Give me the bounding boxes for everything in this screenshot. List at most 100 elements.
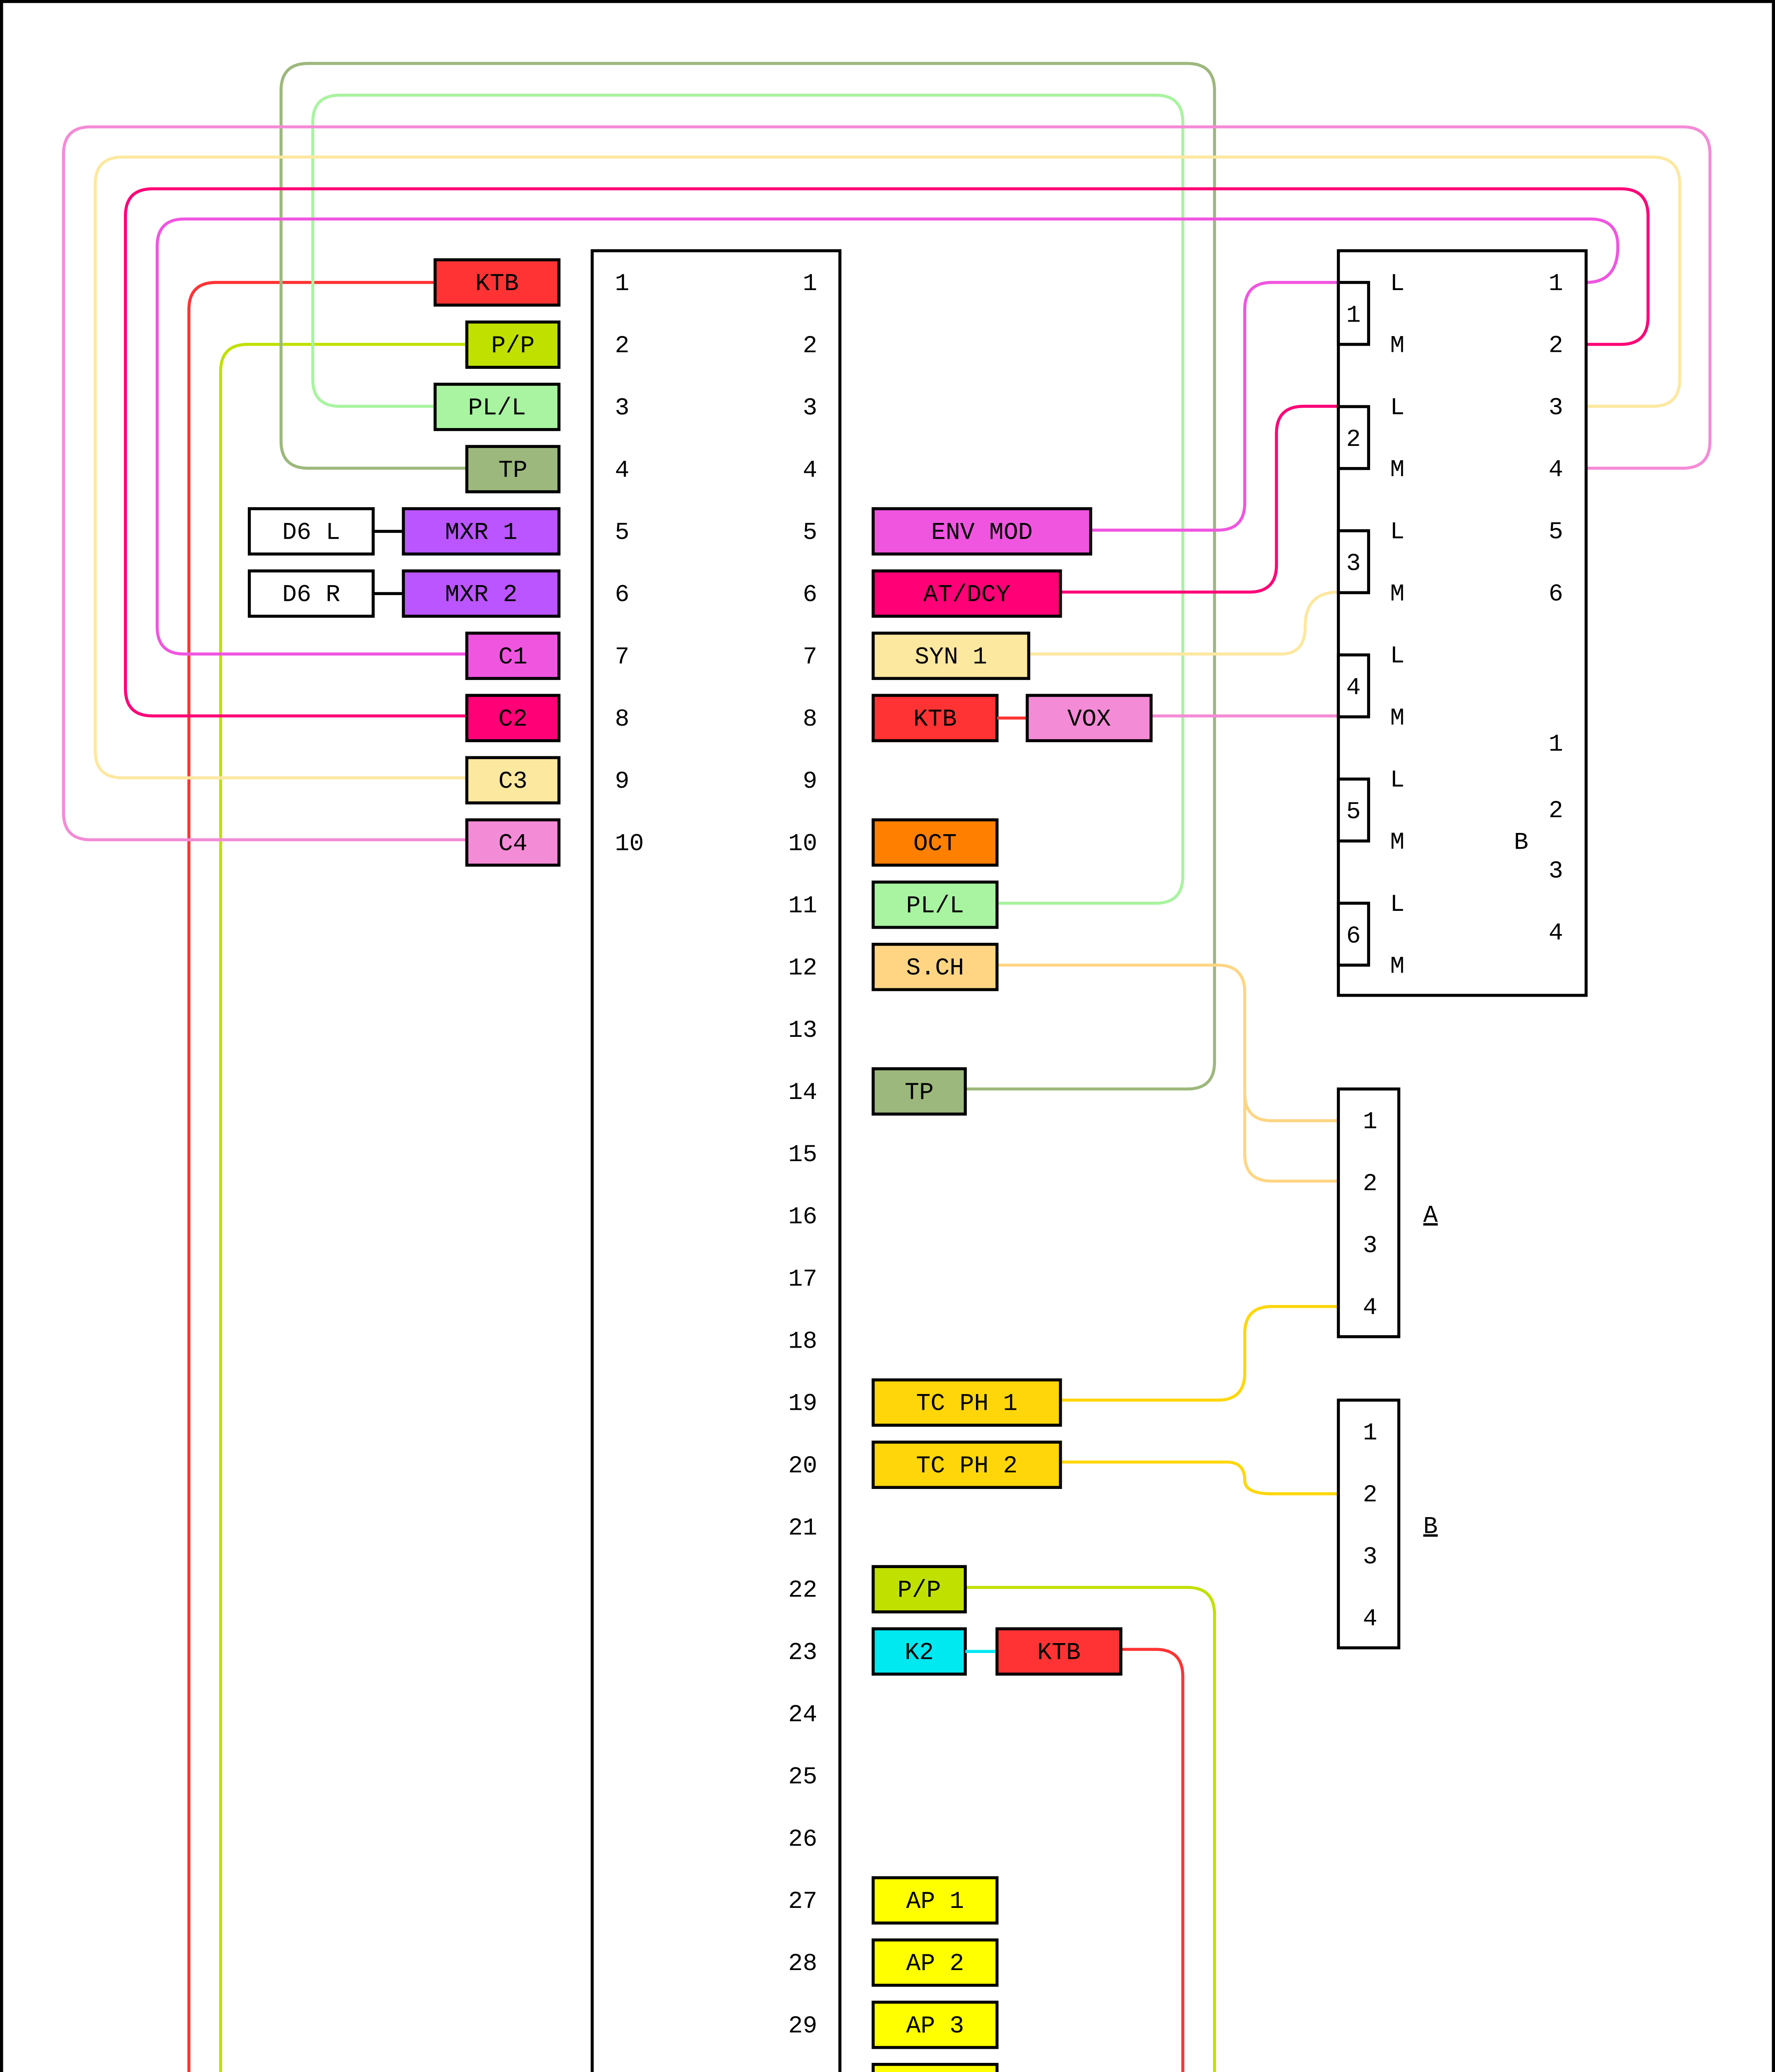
left-input-c2-8[interactable]: C2 — [465, 694, 561, 743]
left-input-c1-7[interactable]: C1 — [465, 632, 561, 680]
right-output-ap-3-29[interactable]: AP 3 — [872, 2000, 999, 2049]
right-output-syn-1-7-label: SYN 1 — [915, 643, 987, 671]
pin-number: 2 — [1363, 1170, 1378, 1198]
right-output-ap-1-27[interactable]: AP 1 — [872, 1876, 999, 1925]
right-output-ap-3-29-rect — [872, 2000, 999, 2049]
patchbay-left-number: 2 — [615, 332, 630, 360]
pin-number: 4 — [1363, 1605, 1378, 1633]
mixer-channel-5[interactable] — [1337, 777, 1371, 843]
patchbay-right-number: 17 — [788, 1265, 817, 1293]
patchbay-right-number: 3 — [803, 394, 817, 422]
patchbay-right-number: 12 — [788, 954, 817, 982]
patchbay-right-number: 18 — [788, 1328, 817, 1356]
right-output-tc-ph-1-19-label: TC PH 1 — [916, 1390, 1017, 1418]
right-output-p-p-22[interactable]: P/P — [872, 1565, 967, 1614]
patchbay-left-number: 3 — [615, 394, 630, 422]
right-output-at-dcy-6[interactable]: AT/DCY — [872, 569, 1062, 618]
right-output-syn-1-7-rect — [872, 632, 1030, 680]
wire-c1 — [155, 217, 1620, 656]
source-d6-r-rect — [247, 569, 375, 618]
left-input-mxr-2-6[interactable]: MXR 2 — [402, 569, 561, 618]
right-output-ktb-chain-rect — [995, 1627, 1123, 1676]
right-output-vox[interactable]: VOX — [1025, 694, 1153, 743]
left-input-mxr-1-5[interactable]: MXR 1 — [402, 507, 561, 556]
patchbay-right-number: 8 — [803, 705, 817, 733]
source-d6-l[interactable]: D6 L — [247, 507, 375, 556]
patchbay-right-number: 7 — [803, 643, 817, 671]
right-output-ap-4-30[interactable]: AP 4 — [872, 2063, 999, 2072]
right-output-tc-ph-1-19[interactable]: TC PH 1 — [872, 1378, 1062, 1427]
patchbay-right-number: 16 — [788, 1203, 817, 1231]
right-output-vox-rect — [1025, 694, 1153, 743]
right-output-pl-l-11[interactable]: PL/L — [872, 880, 999, 929]
left-input-p-p-2[interactable]: P/P — [465, 320, 561, 369]
right-output-pl-l-11-rect — [872, 880, 999, 929]
left-input-pl-l-3[interactable]: PL/L — [433, 382, 561, 431]
wire-sch-a1 — [995, 963, 1340, 1123]
mixer-row-label: M — [1390, 456, 1405, 484]
left-input-tp-4[interactable]: TP — [465, 445, 561, 494]
mixer-output-number: 3 — [1549, 394, 1563, 421]
mixer-channel-number: 4 — [1346, 674, 1361, 702]
patchbay-right-number: 15 — [788, 1141, 817, 1169]
mixer-row-label: L — [1390, 518, 1405, 546]
patchbay-right-number: 5 — [803, 518, 817, 546]
mixer-channel-number: 5 — [1346, 798, 1361, 826]
mixer-row-label: L — [1390, 394, 1405, 421]
patchbay-right-number: 6 — [803, 581, 817, 609]
patchbay-right-number: 10 — [788, 830, 817, 857]
wire-c3 — [94, 155, 1681, 779]
mixer-channel-6[interactable] — [1337, 901, 1371, 967]
pin-number: 4 — [1363, 1294, 1378, 1322]
right-output-oct-10-rect — [872, 818, 999, 867]
right-output-env-mod-5-rect — [872, 507, 1092, 556]
mixer-channel-number: 2 — [1346, 426, 1361, 453]
wire-tp — [279, 62, 1216, 1091]
right-output-ktb-8-label: KTB — [913, 705, 957, 733]
right-output-s-ch-12-label: S.CH — [906, 954, 964, 982]
right-output-tc-ph-1-19-rect — [872, 1378, 1062, 1427]
source-d6-r[interactable]: D6 R — [247, 569, 375, 618]
right-output-syn-1-7[interactable]: SYN 1 — [872, 632, 1030, 680]
right-output-k2-23[interactable]: K2 — [872, 1627, 967, 1676]
left-input-c3-9[interactable]: C3 — [465, 756, 561, 805]
mixer-b-output-number: 2 — [1549, 797, 1563, 825]
wire-c4 — [62, 125, 1712, 842]
right-output-s-ch-12[interactable]: S.CH — [872, 943, 999, 991]
left-input-pl-l-3-rect — [433, 382, 561, 431]
left-input-p-p-2-rect — [465, 320, 561, 369]
mixer-channel-1[interactable] — [1337, 281, 1371, 346]
right-output-ktb-chain[interactable]: KTB — [995, 1627, 1123, 1676]
right-output-ktb-8-rect — [872, 694, 999, 743]
right-output-tc-ph-2-20[interactable]: TC PH 2 — [872, 1440, 1062, 1489]
left-input-ktb-1[interactable]: KTB — [433, 258, 561, 307]
mixer-row-label: L — [1390, 642, 1405, 670]
left-input-c1-7-label: C1 — [499, 643, 528, 671]
right-output-tp-14-label: TP — [905, 1079, 934, 1106]
pin-number: 1 — [1363, 1108, 1378, 1136]
mixer-channel-4[interactable] — [1337, 653, 1371, 719]
left-input-c4-10[interactable]: C4 — [465, 818, 561, 867]
wire-ktb — [187, 281, 1184, 2072]
right-output-oct-10[interactable]: OCT — [872, 818, 999, 867]
right-output-tp-14[interactable]: TP — [872, 1067, 967, 1116]
patchbay-right-number: 19 — [788, 1390, 817, 1418]
patchbay-left-number: 1 — [615, 270, 630, 298]
block-a-label: A — [1423, 1202, 1438, 1230]
left-input-ktb-1-rect — [433, 258, 561, 307]
patchbay-right-numbers: 1234567891011121314151617181920212223242… — [788, 270, 817, 2040]
pin-number: 1 — [1363, 1419, 1378, 1447]
patchbay-right-number: 25 — [788, 1763, 817, 1791]
mixer-b-output-number: 1 — [1549, 730, 1563, 758]
mixer-channel-2[interactable] — [1337, 405, 1371, 470]
right-output-p-p-22-rect — [872, 1565, 967, 1614]
right-output-ktb-8[interactable]: KTB — [872, 694, 999, 743]
right-output-ap-2-28[interactable]: AP 2 — [872, 1938, 999, 1987]
mixer-b-output-number: 3 — [1549, 857, 1563, 885]
right-output-env-mod-5[interactable]: ENV MOD — [872, 507, 1092, 556]
mixer-channel-number: 3 — [1346, 550, 1361, 578]
mixer-channel-3[interactable] — [1337, 529, 1371, 594]
patchbay-right-number: 24 — [788, 1701, 817, 1729]
